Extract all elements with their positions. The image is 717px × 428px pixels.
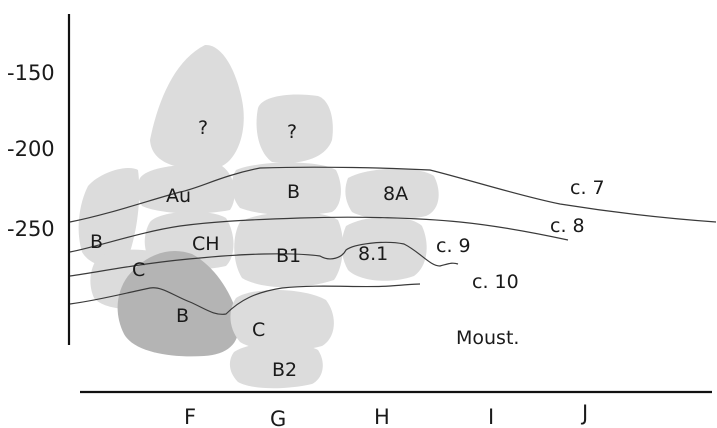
depth-tick-250: -250: [7, 217, 55, 241]
block-label-b-left: B: [90, 231, 103, 253]
boundary-c10: [69, 283, 421, 315]
square-label-h: H: [374, 405, 390, 428]
block-label-question-left: ?: [198, 117, 208, 139]
block-label-c-low: C: [252, 319, 265, 341]
block-b-low: [117, 250, 239, 357]
boundary-lines: [69, 166, 717, 315]
block-label-c-left: C: [132, 259, 145, 281]
block-label-au: Au: [166, 185, 191, 207]
block-8a: [345, 168, 439, 220]
block-b1: [234, 211, 343, 288]
block-left-b: [78, 167, 140, 267]
boundary-c9: [69, 241, 459, 277]
layer-label-c10: c. 10: [472, 271, 519, 293]
square-label-j: J: [580, 401, 588, 425]
block-label-ch: CH: [192, 233, 220, 255]
block-label-b-low: B: [176, 305, 189, 327]
block-label-8-1: 8.1: [358, 243, 388, 265]
layer-label-c7: c. 7: [570, 177, 605, 199]
block-label-8a: 8A: [383, 183, 408, 205]
square-label-i: I: [488, 405, 494, 428]
block-label-b1: B1: [276, 245, 301, 267]
block-b-top: [231, 162, 341, 216]
layer-label-c8: c. 8: [550, 215, 585, 237]
block-label-question-right: ?: [287, 121, 297, 143]
depth-tick-200: -200: [7, 137, 55, 161]
block-top-question-right: [256, 94, 333, 164]
block-label-b2: B2: [272, 359, 297, 381]
block-au: [137, 164, 235, 214]
boundary-c7: [69, 166, 717, 223]
block-b2: [229, 342, 323, 389]
layer-label-moust: Moust.: [456, 327, 519, 349]
block-8-1: [341, 217, 427, 281]
boundary-c8: [69, 216, 569, 253]
block-c-low: [230, 289, 334, 351]
block-group: [78, 44, 439, 389]
block-label-b-top: B: [287, 181, 300, 203]
square-label-f: F: [184, 405, 196, 428]
depth-tick-150: -150: [7, 61, 55, 85]
square-label-g: G: [270, 407, 286, 428]
layer-label-c9: c. 9: [436, 235, 471, 257]
block-top-question-left: [150, 44, 244, 169]
